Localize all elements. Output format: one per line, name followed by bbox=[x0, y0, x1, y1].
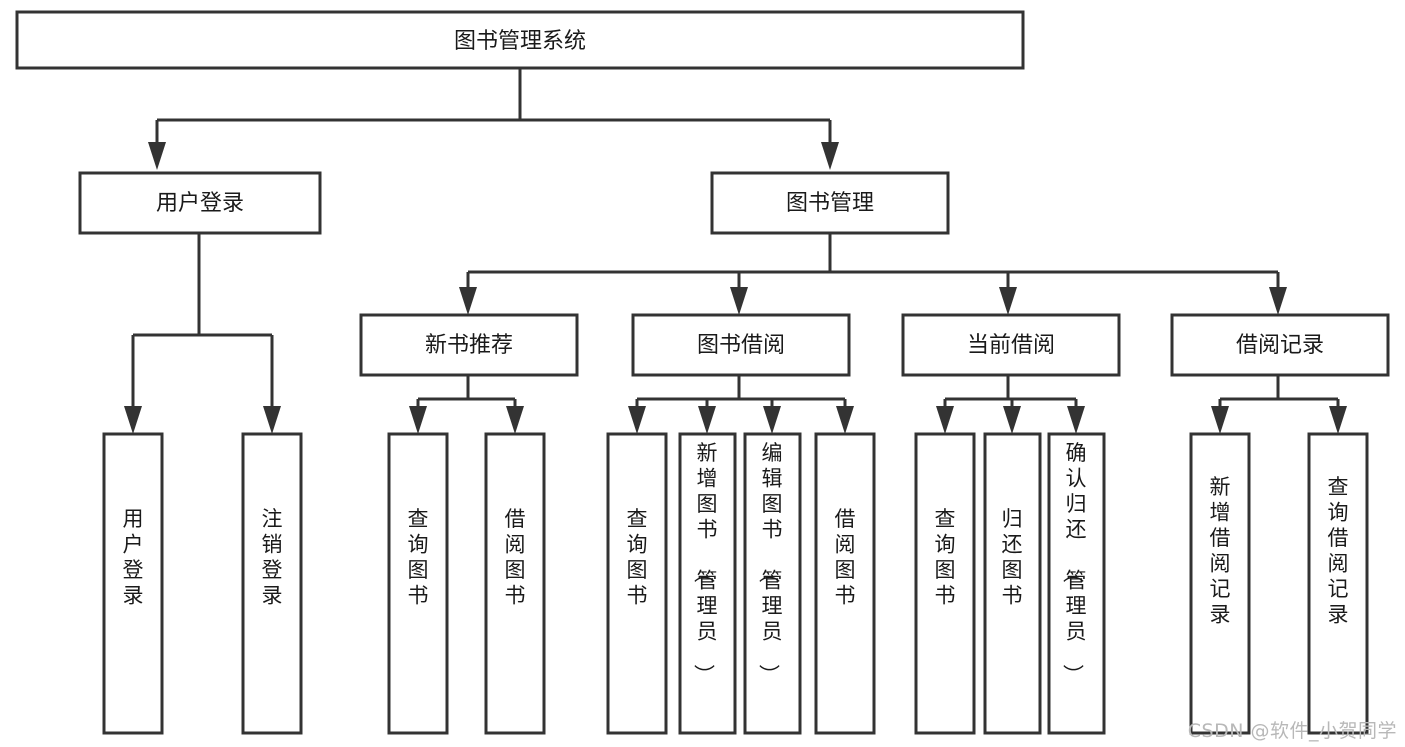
node-leaf-borrow-book-2-box[interactable] bbox=[814, 432, 876, 735]
node-borrow-record[interactable]: 借阅记录 bbox=[1170, 313, 1390, 377]
node-root-box[interactable] bbox=[15, 10, 1025, 70]
node-leaf-logout-login[interactable]: 注销登录 bbox=[241, 432, 303, 735]
node-leaf-query-book-3-box[interactable] bbox=[914, 432, 976, 735]
connector-group-current-borrow bbox=[936, 375, 1085, 434]
node-current-borrow[interactable]: 当前借阅 bbox=[901, 313, 1121, 377]
node-new-book-recommend-box[interactable] bbox=[359, 313, 579, 377]
arrow-head-leaf-borrow-book-2 bbox=[836, 406, 854, 434]
arrow-head-leaf-logout-login bbox=[263, 406, 281, 434]
node-leaf-borrow-book-2-label: 借阅图书 bbox=[835, 507, 856, 608]
arrow-head-leaf-add-book bbox=[698, 406, 716, 434]
arrow-head-leaf-user-login bbox=[124, 406, 142, 434]
node-leaf-confirm-return-label: 确认归还（管理员） bbox=[1061, 441, 1087, 685]
node-current-borrow-label: 当前借阅 bbox=[967, 333, 1055, 358]
node-leaf-query-book-1-label: 查询图书 bbox=[408, 507, 429, 608]
csdn-watermark: CSDN @软件_小贺同学 bbox=[1187, 720, 1397, 742]
arrow-head-leaf-edit-book bbox=[763, 406, 781, 434]
node-leaf-user-login-label: 用户登录 bbox=[123, 507, 144, 608]
node-leaf-query-book-2[interactable]: 查询图书 bbox=[606, 432, 668, 735]
arrow-head-leaf-return-book bbox=[1003, 406, 1021, 434]
connector-group-book-management bbox=[459, 233, 1287, 315]
node-root[interactable]: 图书管理系统 bbox=[15, 10, 1025, 70]
node-leaf-confirm-return-box[interactable] bbox=[1047, 432, 1106, 735]
node-new-book-recommend-label: 新书推荐 bbox=[425, 333, 513, 358]
node-leaf-query-book-3[interactable]: 查询图书 bbox=[914, 432, 976, 735]
node-leaf-add-record[interactable]: 新增借阅记录 bbox=[1189, 432, 1251, 735]
arrow-head-leaf-confirm-return bbox=[1067, 406, 1085, 434]
connector-group-user-login bbox=[124, 233, 281, 434]
node-leaf-user-login[interactable]: 用户登录 bbox=[102, 432, 164, 735]
node-leaf-edit-book[interactable]: 编辑图书（管理员） bbox=[743, 432, 802, 735]
node-leaf-query-record-label: 查询借阅记录 bbox=[1328, 475, 1349, 627]
node-leaf-edit-book-label: 编辑图书（管理员） bbox=[757, 441, 783, 685]
arrow-head-leaf-query-book-2 bbox=[628, 406, 646, 434]
node-leaf-add-record-label: 新增借阅记录 bbox=[1210, 475, 1231, 627]
arrow-head-leaf-query-record bbox=[1329, 406, 1347, 434]
node-leaf-add-book[interactable]: 新增图书（管理员） bbox=[678, 432, 737, 735]
node-leaf-edit-book-box[interactable] bbox=[743, 432, 802, 735]
node-root-label: 图书管理系统 bbox=[454, 29, 586, 54]
node-leaf-confirm-return[interactable]: 确认归还（管理员） bbox=[1047, 432, 1106, 735]
node-leaf-query-book-1[interactable]: 查询图书 bbox=[387, 432, 449, 735]
arrow-head-leaf-borrow-book-1 bbox=[506, 406, 524, 434]
connector-group-root bbox=[148, 68, 839, 170]
node-book-borrow-box[interactable] bbox=[631, 313, 851, 377]
node-leaf-add-book-box[interactable] bbox=[678, 432, 737, 735]
node-book-borrow-label: 图书借阅 bbox=[697, 333, 785, 358]
connector-group-book-borrow bbox=[628, 375, 854, 434]
arrow-head-bookmgmt bbox=[821, 142, 839, 170]
node-book-borrow[interactable]: 图书借阅 bbox=[631, 313, 851, 377]
node-leaf-query-record-box[interactable] bbox=[1307, 432, 1369, 735]
node-book-management-box[interactable] bbox=[710, 171, 950, 235]
arrow-head-current-borrow bbox=[999, 287, 1017, 315]
node-leaf-query-book-1-box[interactable] bbox=[387, 432, 449, 735]
node-leaf-return-book-box[interactable] bbox=[983, 432, 1042, 735]
node-leaf-borrow-book-1-box[interactable] bbox=[484, 432, 546, 735]
node-leaf-query-book-3-label: 查询图书 bbox=[935, 507, 956, 608]
node-user-login[interactable]: 用户登录 bbox=[78, 171, 322, 235]
node-leaf-query-record[interactable]: 查询借阅记录 bbox=[1307, 432, 1369, 735]
arrow-head-leaf-query-book-3 bbox=[936, 406, 954, 434]
node-leaf-add-record-box[interactable] bbox=[1189, 432, 1251, 735]
node-leaf-return-book[interactable]: 归还图书 bbox=[983, 432, 1042, 735]
node-leaf-logout-login-label: 注销登录 bbox=[262, 507, 283, 608]
arrow-head-userlogin bbox=[148, 142, 166, 170]
node-borrow-record-label: 借阅记录 bbox=[1236, 333, 1324, 358]
node-new-book-recommend[interactable]: 新书推荐 bbox=[359, 313, 579, 377]
node-leaf-query-book-2-box[interactable] bbox=[606, 432, 668, 735]
connector-group-borrow-record bbox=[1211, 375, 1347, 434]
node-user-login-label: 用户登录 bbox=[156, 191, 244, 216]
node-book-management[interactable]: 图书管理 bbox=[710, 171, 950, 235]
connector-group-new-book-recommend bbox=[409, 375, 524, 434]
node-current-borrow-box[interactable] bbox=[901, 313, 1121, 377]
node-leaf-return-book-label: 归还图书 bbox=[1002, 507, 1023, 608]
node-leaf-query-book-2-label: 查询图书 bbox=[627, 507, 648, 608]
node-leaf-borrow-book-1-label: 借阅图书 bbox=[505, 507, 526, 608]
node-borrow-record-box[interactable] bbox=[1170, 313, 1390, 377]
node-leaf-add-book-label: 新增图书（管理员） bbox=[692, 441, 718, 685]
node-user-login-box[interactable] bbox=[78, 171, 322, 235]
node-leaf-borrow-book-1[interactable]: 借阅图书 bbox=[484, 432, 546, 735]
arrow-head-new-book-recommend bbox=[459, 287, 477, 315]
node-book-management-label: 图书管理 bbox=[786, 191, 874, 216]
arrow-head-leaf-query-book-1 bbox=[409, 406, 427, 434]
arrow-head-borrow-record bbox=[1269, 287, 1287, 315]
node-leaf-logout-login-box[interactable] bbox=[241, 432, 303, 735]
arrow-head-leaf-add-record bbox=[1211, 406, 1229, 434]
arrow-head-book-borrow bbox=[730, 287, 748, 315]
node-leaf-borrow-book-2[interactable]: 借阅图书 bbox=[814, 432, 876, 735]
node-leaf-user-login-box[interactable] bbox=[102, 432, 164, 735]
